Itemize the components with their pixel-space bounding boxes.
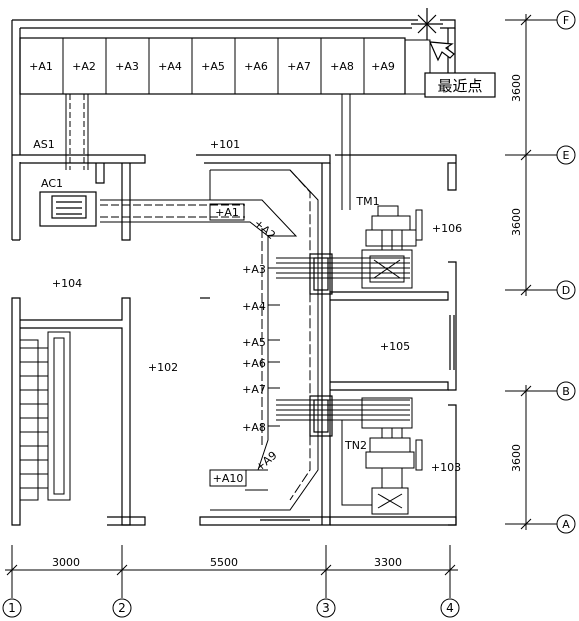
dimension-right-3: 3600 (510, 444, 523, 472)
panel-label-a9: +A9 (371, 60, 395, 73)
corridor-label-a10: +A10 (213, 472, 244, 485)
corridor-label-a3: +A3 (242, 263, 266, 276)
panel-label-a4: +A4 (158, 60, 182, 73)
axis-bubbles-numbers: 1 2 3 4 (2, 598, 460, 618)
corridor-label-a8: +A8 (242, 421, 266, 434)
outer-walls (11, 19, 457, 526)
axis-bubbles-letters: F E D B A (556, 10, 576, 534)
axis-number-2: 2 (118, 601, 126, 615)
panel-label-a3: +A3 (115, 60, 139, 73)
axis-letter-e: E (563, 149, 570, 162)
dimension-right-2: 3600 (510, 208, 523, 236)
corridor-label-a1: +A1 (215, 206, 239, 219)
axis-letter-b: B (562, 385, 570, 398)
dimension-right-1: 3600 (510, 74, 523, 102)
ac1-unit (39, 191, 97, 227)
equipment-labels: AS1 AC1 TM1 TN2 (33, 138, 379, 452)
panel-label-a6: +A6 (244, 60, 268, 73)
snap-cursor-icon (411, 8, 455, 62)
transformer-tm1 (361, 205, 423, 289)
dimension-3300: 3300 (374, 556, 402, 569)
axis-letter-a: A (562, 518, 570, 531)
corridor-label-a2: +A2 (251, 217, 278, 242)
room-label-102: +102 (148, 361, 178, 374)
panel-label-a8: +A8 (330, 60, 354, 73)
room-label-105: +105 (380, 340, 410, 353)
corridor-label-a6: +A6 (242, 357, 266, 370)
corridor-label-a4: +A4 (242, 300, 266, 313)
axis-number-3: 3 (322, 601, 330, 615)
staircase (20, 331, 71, 501)
junction-boxes (309, 253, 333, 437)
axis-letter-d: D (562, 284, 570, 297)
room-label-103: +103 (431, 461, 461, 474)
corridor-panel-ticks (268, 267, 280, 427)
room-label-106: +106 (432, 222, 462, 235)
cable-trays (65, 39, 431, 511)
room-label-101: +101 (210, 138, 240, 151)
panel-label-a1: +A1 (29, 60, 53, 73)
room-labels: +101 +102 +103 +104 +105 +106 (52, 138, 462, 474)
panel-label-a5: +A5 (201, 60, 225, 73)
corridor-label-a5: +A5 (242, 336, 266, 349)
axis-letter-f: F (563, 14, 569, 27)
room-label-104: +104 (52, 277, 82, 290)
equipment-label-ac1: AC1 (41, 177, 63, 190)
snap-tooltip: 最近点 (424, 72, 496, 98)
panel-row: +A1 +A2 +A3 +A4 +A5 +A6 +A7 +A8 +A9 (19, 37, 406, 95)
transformer-tn2 (361, 397, 423, 515)
axis-number-1: 1 (8, 601, 16, 615)
bottom-dimension (5, 545, 458, 598)
right-dimension (505, 14, 557, 530)
corridor-label-a7: +A7 (242, 383, 266, 396)
dimension-3000: 3000 (52, 556, 80, 569)
snap-tooltip-text: 最近点 (437, 77, 482, 95)
axis-number-4: 4 (446, 601, 454, 615)
panel-label-a2: +A2 (72, 60, 96, 73)
corridor-labels: +A1 +A2 +A3 +A4 +A5 +A6 +A7 +A8 +A9 +A10 (209, 203, 280, 487)
dimension-5500: 5500 (210, 556, 238, 569)
panel-label-a7: +A7 (287, 60, 311, 73)
equipment-label-tn2: TN2 (344, 439, 367, 452)
equipment-label-tm1: TM1 (355, 195, 379, 208)
equipment-label-as1: AS1 (33, 138, 55, 151)
